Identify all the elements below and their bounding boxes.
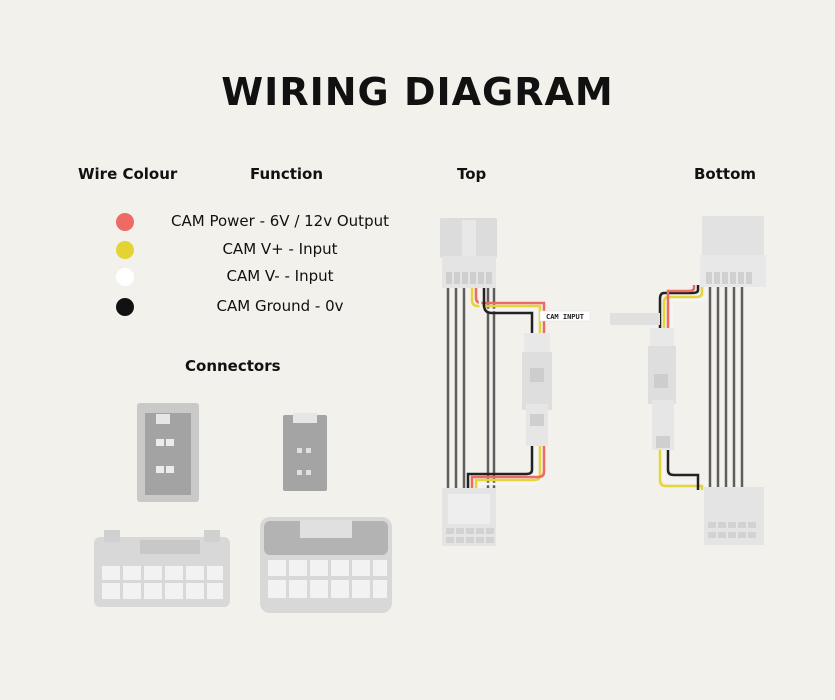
top-view-harness: CAM INPUT	[440, 218, 591, 546]
top-view-header: Top	[457, 165, 487, 183]
legend-row-ground: CAM Ground - 0v	[0, 294, 420, 320]
legend-function-label: CAM V- - Input	[226, 267, 334, 285]
yellow-wire-dot	[116, 241, 134, 259]
red-wire-dot	[116, 213, 134, 231]
connector-small-b	[283, 413, 327, 491]
legend-function-label: CAM Power - 6V / 12v Output	[171, 212, 389, 230]
bottom-view-harness	[610, 216, 766, 545]
legend-row-power: CAM Power - 6V / 12v Output	[0, 209, 420, 235]
connector-large-b	[260, 517, 392, 613]
page-title: WIRING DIAGRAM	[221, 70, 614, 114]
function-header: Function	[250, 165, 324, 183]
legend-row-vplus: CAM V+ - Input	[0, 237, 420, 263]
black-wire-dot	[116, 298, 134, 316]
legend-row-vminus: CAM V- - Input	[0, 264, 420, 290]
wire-colour-header: Wire Colour	[78, 165, 178, 183]
cam-input-tag: CAM INPUT	[546, 313, 584, 321]
legend-function-label: CAM V+ - Input	[222, 240, 338, 258]
connector-small-a	[137, 403, 199, 502]
connector-large-a	[94, 530, 230, 607]
connectors-header: Connectors	[185, 357, 281, 375]
white-wire-dot	[116, 268, 134, 286]
legend-function-label: CAM Ground - 0v	[216, 297, 344, 315]
bottom-view-header: Bottom	[694, 165, 757, 183]
